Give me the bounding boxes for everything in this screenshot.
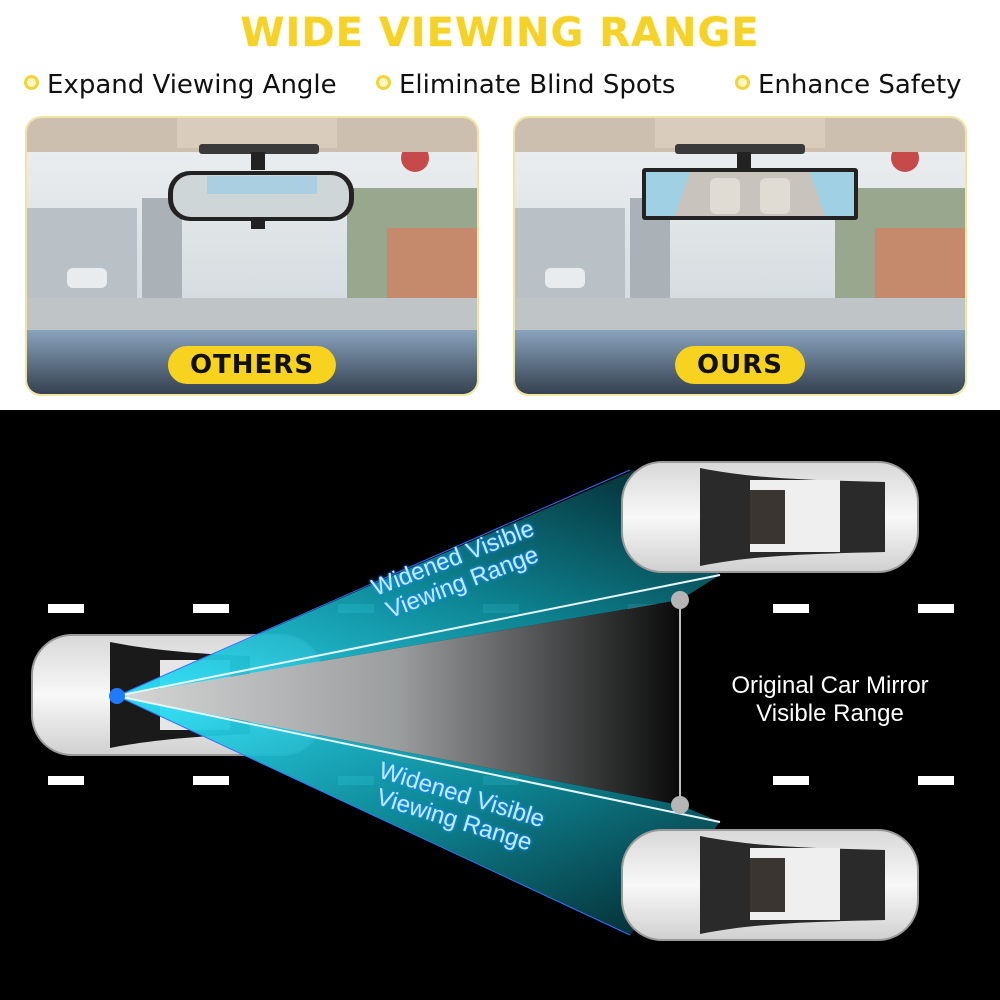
viewpoint-dot-icon [109, 688, 125, 704]
feature-bullet: Eliminate Blind Spots [376, 70, 675, 100]
viewing-range-diagram: Widened Visible Viewing Range Widened Vi… [0, 410, 1000, 1000]
car-bottom [621, 829, 919, 941]
bullet-label: Enhance Safety [758, 70, 962, 100]
page-title: WIDE VIEWING RANGE [240, 10, 760, 56]
feature-bullet: Enhance Safety [735, 70, 962, 100]
badge-others: OTHERS [167, 346, 337, 384]
comparison-panel-ours: OURS [513, 116, 967, 396]
range-marker-bottom [671, 796, 689, 814]
bullet-dot-icon [376, 75, 391, 90]
badge-ours: OURS [675, 346, 805, 384]
feature-bullets: Expand Viewing Angle Eliminate Blind Spo… [0, 70, 1000, 106]
comparison-panel-others: OTHERS [25, 116, 479, 396]
bullet-dot-icon [24, 75, 39, 90]
bullet-dot-icon [735, 75, 750, 90]
original-range-label: Original Car Mirror Visible Range [731, 672, 929, 727]
car-top [621, 461, 919, 573]
range-marker-top [671, 591, 689, 609]
bullet-label: Eliminate Blind Spots [399, 70, 676, 100]
feature-bullet: Expand Viewing Angle [24, 70, 337, 100]
viewing-range-illustration [31, 461, 954, 941]
bullet-label: Expand Viewing Angle [47, 70, 337, 100]
